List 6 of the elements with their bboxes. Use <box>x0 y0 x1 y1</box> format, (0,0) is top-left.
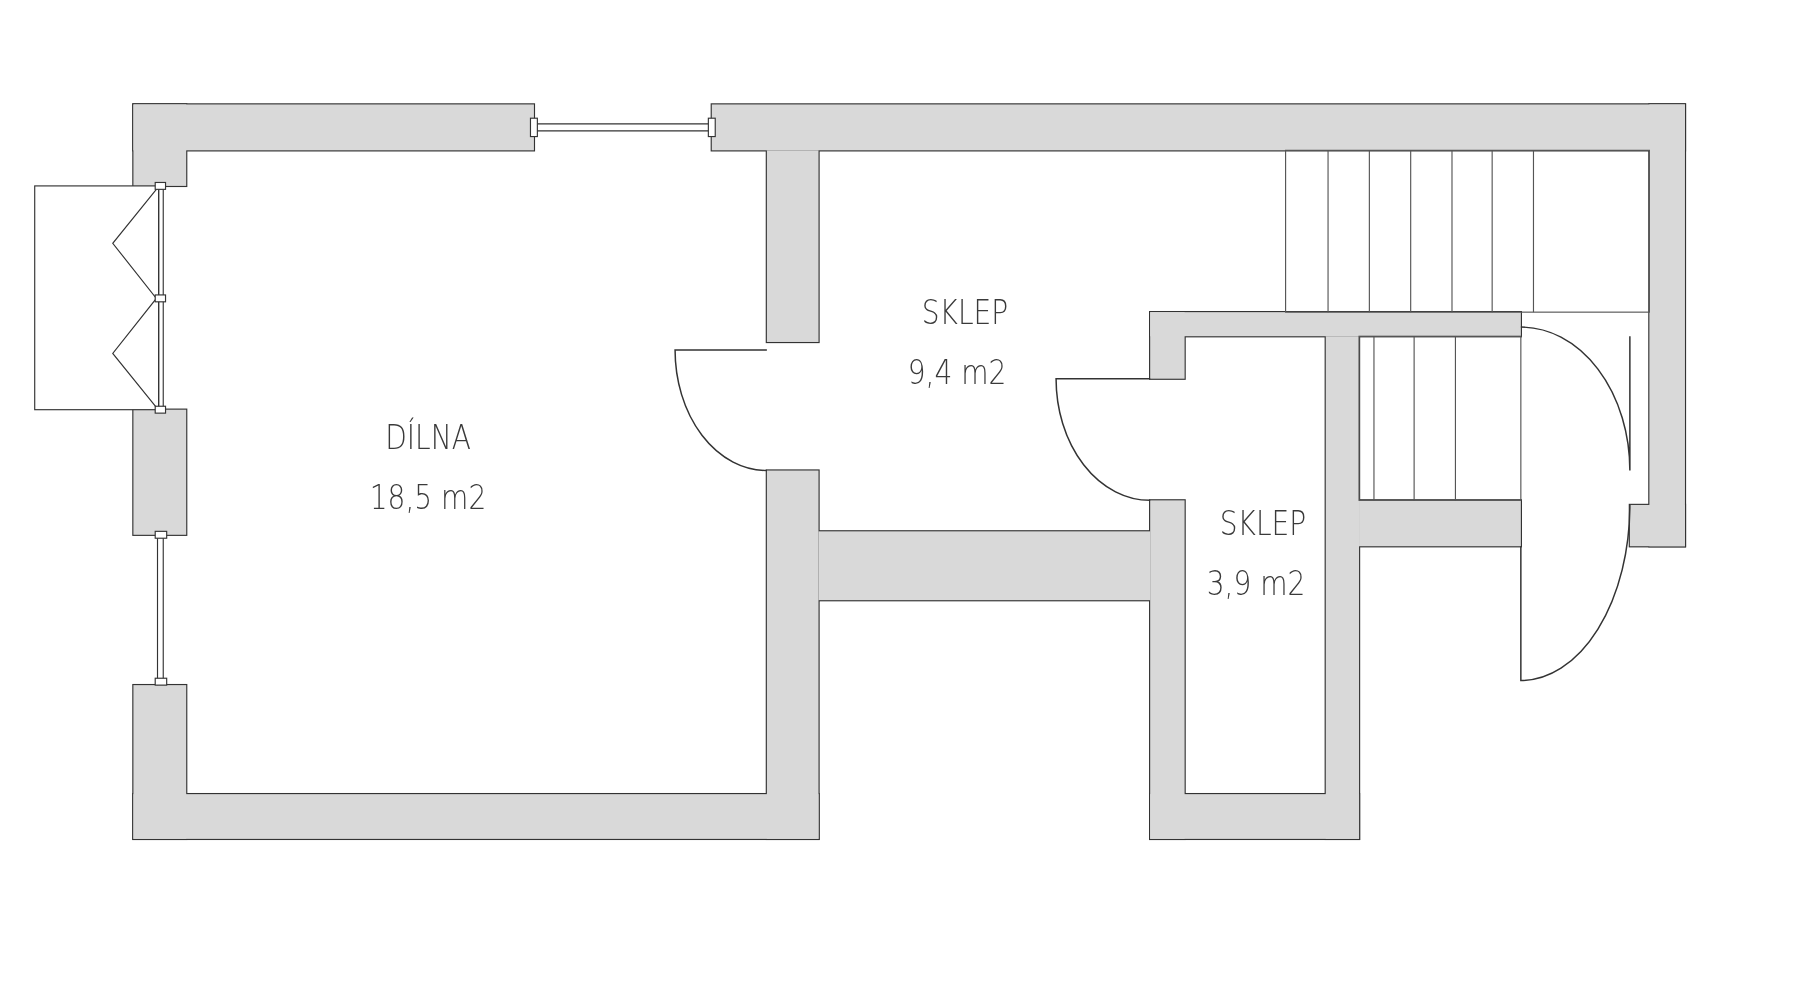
room-name: DÍLNA <box>385 417 472 457</box>
room-area: 3,9 m2 <box>1206 563 1306 603</box>
room-area: 9,4 m2 <box>908 352 1007 392</box>
room-name: SKLEP <box>922 292 1009 332</box>
room-name: SKLEP <box>1219 503 1306 543</box>
room-area: 18,5 m2 <box>369 477 487 517</box>
